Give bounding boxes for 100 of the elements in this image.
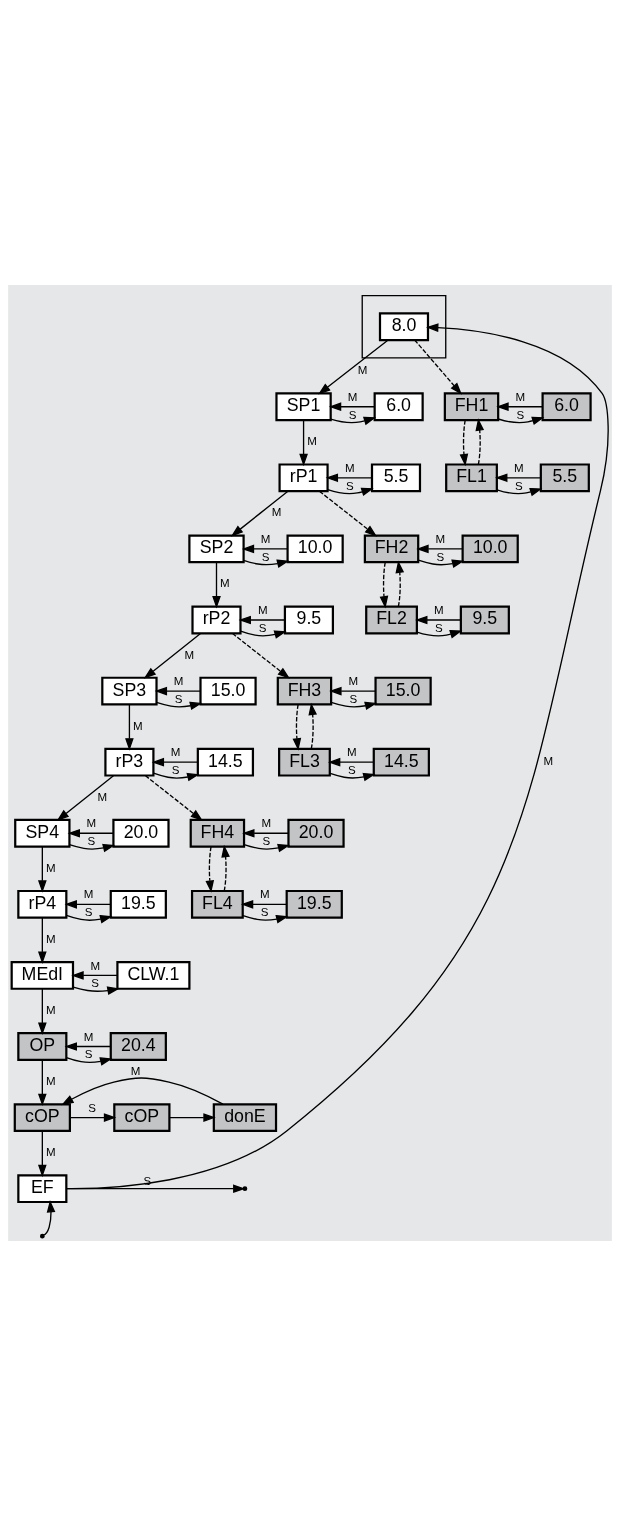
node-box: EF: [17, 1173, 68, 1203]
edge-label: S: [435, 621, 443, 634]
edge-label: M: [514, 461, 524, 474]
arrow: [144, 774, 203, 821]
edge-label: M: [83, 1030, 94, 1043]
node-box: FL1: [445, 462, 498, 492]
arrow: [69, 1112, 117, 1122]
node-box: CLW.1: [116, 960, 191, 990]
arrow: [417, 558, 465, 568]
edge-label: M: [173, 674, 184, 687]
edge-label: M: [130, 1064, 141, 1077]
arrow: [65, 1056, 113, 1066]
arrow: [65, 914, 113, 923]
arrow: [71, 970, 118, 980]
edge-label: M: [45, 861, 56, 874]
edge-label: S: [516, 408, 525, 421]
node-box: 19.5: [285, 889, 343, 919]
arrow: [37, 1130, 47, 1177]
edge-label: M: [83, 887, 94, 900]
edge-label: S: [171, 763, 180, 776]
node-box: cOP: [13, 1102, 71, 1132]
node-box: 10.0: [286, 533, 344, 563]
arrow: [242, 558, 290, 568]
edge-label: M: [45, 1145, 56, 1158]
arrow: [243, 843, 291, 852]
arrow: [496, 487, 543, 496]
edge-label: S: [87, 834, 96, 847]
arrow: [65, 1183, 246, 1193]
arrow: [475, 417, 485, 465]
arrow: [325, 472, 373, 482]
node-box: 10.0: [461, 533, 519, 563]
node-box: SP4: [14, 818, 71, 848]
node-box: cOP: [113, 1102, 171, 1132]
node-box: 14.5: [196, 747, 255, 777]
arrow: [329, 686, 376, 695]
arrow: [56, 774, 115, 821]
node-box: 20.4: [109, 1031, 167, 1061]
edge-label: S: [347, 763, 356, 776]
arrow: [239, 629, 287, 639]
arrow: [240, 899, 288, 909]
edge-label: S: [261, 550, 270, 563]
arrow: [42, 1199, 56, 1236]
arrow: [242, 828, 289, 838]
edge-label: M: [259, 887, 270, 900]
arrow: [379, 561, 389, 608]
arrow: [221, 844, 230, 891]
arrow: [205, 845, 215, 893]
arrow: [37, 987, 47, 1035]
arrow: [61, 1076, 224, 1105]
arrow: [319, 490, 378, 537]
edge-label: S: [514, 479, 523, 492]
edge-label: S: [88, 1101, 96, 1114]
cluster: [361, 294, 447, 359]
node-box: rP4: [17, 889, 68, 919]
arrow: [330, 416, 377, 425]
arrow: [68, 843, 116, 852]
edge-label: M: [271, 505, 282, 518]
edge-label: M: [97, 790, 108, 803]
arrow: [64, 899, 112, 909]
edge-label: S: [348, 408, 357, 421]
node-box: 9.5: [459, 605, 510, 634]
arrow: [497, 416, 545, 425]
edge-label: S: [349, 692, 358, 705]
node-box: rP2: [191, 605, 242, 634]
edge-label: S: [174, 692, 183, 705]
edge-label: S: [436, 550, 445, 563]
arrow: [37, 1058, 47, 1106]
arrow: [152, 772, 200, 781]
arrow: [292, 703, 302, 751]
node-box: 5.5: [539, 462, 590, 492]
edge-label: M: [45, 1074, 56, 1087]
edge-label: M: [45, 932, 56, 945]
node-box: 9.5: [283, 605, 334, 634]
arrow: [37, 845, 47, 893]
edge-label: S: [258, 621, 267, 634]
arrow: [65, 322, 609, 1189]
node-box: 5.5: [370, 462, 422, 492]
arrow: [416, 629, 463, 638]
arrow: [329, 772, 376, 781]
node-box: 19.5: [109, 889, 167, 919]
node-box: 8.0: [378, 311, 430, 341]
node-box: 6.0: [541, 391, 592, 421]
node-box: FL2: [365, 605, 418, 634]
node-box: rP3: [104, 747, 155, 777]
node-box: SP3: [101, 676, 158, 705]
arrow: [230, 490, 289, 537]
node-box: FL3: [278, 747, 331, 777]
node-box: 14.5: [372, 747, 430, 777]
edge-label: M: [90, 959, 101, 972]
arrow: [308, 702, 318, 749]
arrow: [327, 757, 375, 767]
node-box: MEdI: [10, 960, 75, 990]
edge-label: M: [184, 648, 195, 661]
edge-label: S: [84, 1047, 93, 1060]
node-box: SP1: [275, 391, 332, 421]
arrow: [231, 632, 290, 679]
edge-label: M: [261, 816, 272, 829]
edge-label: M: [434, 603, 444, 616]
node-box: 20.0: [287, 818, 345, 848]
arrow: [242, 914, 289, 923]
